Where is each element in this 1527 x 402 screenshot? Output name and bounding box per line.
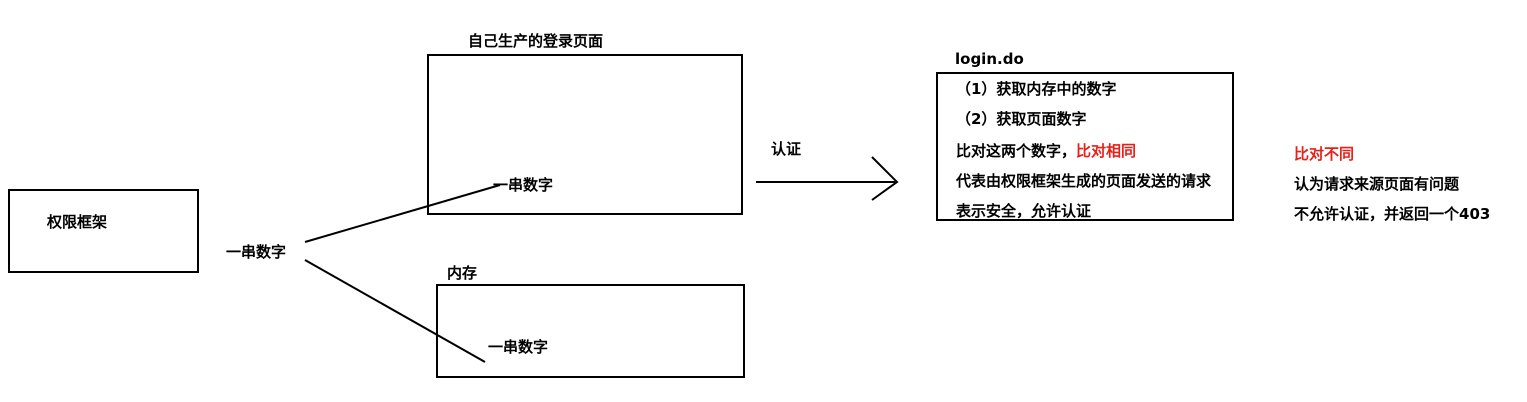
mismatch-line1: 认为请求来源页面有问题 — [1294, 175, 1460, 193]
login-do-compare: 比对这两个数字，比对相同 — [956, 142, 1136, 160]
login-do-step1: （1）获取内存中的数字 — [956, 80, 1117, 98]
match-highlight: 比对相同 — [1076, 142, 1137, 160]
login-do-origin: 代表由权限框架生成的页面发送的请求 — [956, 172, 1212, 190]
login-page-token: 一串数字 — [493, 176, 554, 194]
framework-box — [8, 189, 199, 273]
memory-box — [436, 284, 745, 378]
framework-label: 权限框架 — [47, 213, 108, 231]
memory-title: 内存 — [447, 264, 478, 282]
mismatch-title: 比对不同 — [1294, 145, 1355, 163]
login-do-step2: （2）获取页面数字 — [956, 110, 1087, 128]
mismatch-line2: 不允许认证，并返回一个403 — [1294, 205, 1491, 223]
login-do-box — [936, 72, 1234, 221]
auth-arrow — [756, 156, 899, 201]
login-page-title: 自己生产的登录页面 — [468, 32, 604, 50]
login-do-result: 表示安全，允许认证 — [956, 202, 1092, 220]
login-page-box — [427, 54, 743, 215]
login-do-title: login.do — [955, 50, 1024, 68]
memory-token: 一串数字 — [488, 338, 549, 356]
login-do-compare-text: 比对这两个数字， — [956, 142, 1077, 160]
auth-label: 认证 — [771, 140, 802, 158]
token-label: 一串数字 — [226, 243, 287, 261]
